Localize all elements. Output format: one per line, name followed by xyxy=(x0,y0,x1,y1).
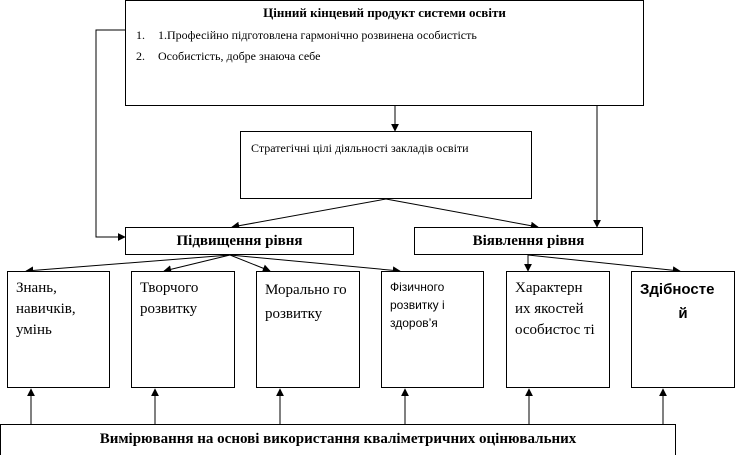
category-knowledge-box: Знань, навичків, умінь xyxy=(7,271,110,388)
category-abilities-label-line1: Здібносте xyxy=(640,281,715,298)
raise-level-label: Підвищення рівня xyxy=(176,233,303,249)
category-abilities-box: Здібносте й xyxy=(631,271,735,388)
category-traits-label: Характерн их якостей особистос ті xyxy=(515,280,595,338)
list-item-text: Особистість, добре знаюча себе xyxy=(158,49,321,63)
raise-level-box: Підвищення рівня xyxy=(125,227,354,255)
list-item-number: 1. xyxy=(136,28,145,42)
category-traits-box: Характерн их якостей особистос ті xyxy=(506,271,610,388)
measurement-label: Вимірювання на основі використання квалі… xyxy=(99,431,577,447)
arrow-raise-to-physical xyxy=(229,254,401,275)
list-item-text: 1.Професійно підготовлена гармонічно роз… xyxy=(158,28,477,42)
list-item: 1. 1.Професійно підготовлена гармонічно р… xyxy=(136,25,477,46)
category-abilities-label-line2: й xyxy=(678,305,688,322)
arrow-detect-to-abilities xyxy=(527,254,681,275)
arrow-raise-to-creative xyxy=(163,254,231,274)
category-physical-box: Фізичного розвитку і здоров’я xyxy=(381,271,484,388)
arrow-strategic-to-raise xyxy=(231,198,387,230)
category-creative-box: Творчого розвитку xyxy=(131,271,235,388)
category-physical-label: Фізичного розвитку і здоров’я xyxy=(390,280,445,330)
detect-level-box: Віявлення рівня xyxy=(414,227,643,255)
list-item: 2. Особистість, добре знаюча себе xyxy=(136,46,477,67)
strategic-goals-text: Стратегічні цілі діяльності закладів осв… xyxy=(251,141,469,155)
arrow-raise-to-knowledge xyxy=(25,254,231,275)
category-moral-box: Морально го розвитку xyxy=(256,271,360,388)
arrow-raise-to-moral xyxy=(229,254,271,273)
measurement-box: Вимірювання на основі використання квалі… xyxy=(0,424,676,455)
detect-level-label: Віявлення рівня xyxy=(472,233,585,249)
strategic-goals-box: Стратегічні цілі діяльності закладів осв… xyxy=(240,131,532,199)
category-creative-label: Творчого розвитку xyxy=(140,280,199,317)
final-product-box: Цінний кінцевий продукт системи освіти 1… xyxy=(125,0,644,106)
list-item-number: 2. xyxy=(136,49,145,63)
category-knowledge-label: Знань, навичків, умінь xyxy=(16,280,76,338)
final-product-title: Цінний кінцевий продукт системи освіти xyxy=(263,5,506,20)
arrow-strategic-to-detect xyxy=(385,198,539,230)
final-product-list: 1. 1.Професійно підготовлена гармонічно р… xyxy=(136,25,477,67)
category-moral-label: Морально го розвитку xyxy=(265,282,347,322)
arrow-feedback-left xyxy=(95,29,133,241)
